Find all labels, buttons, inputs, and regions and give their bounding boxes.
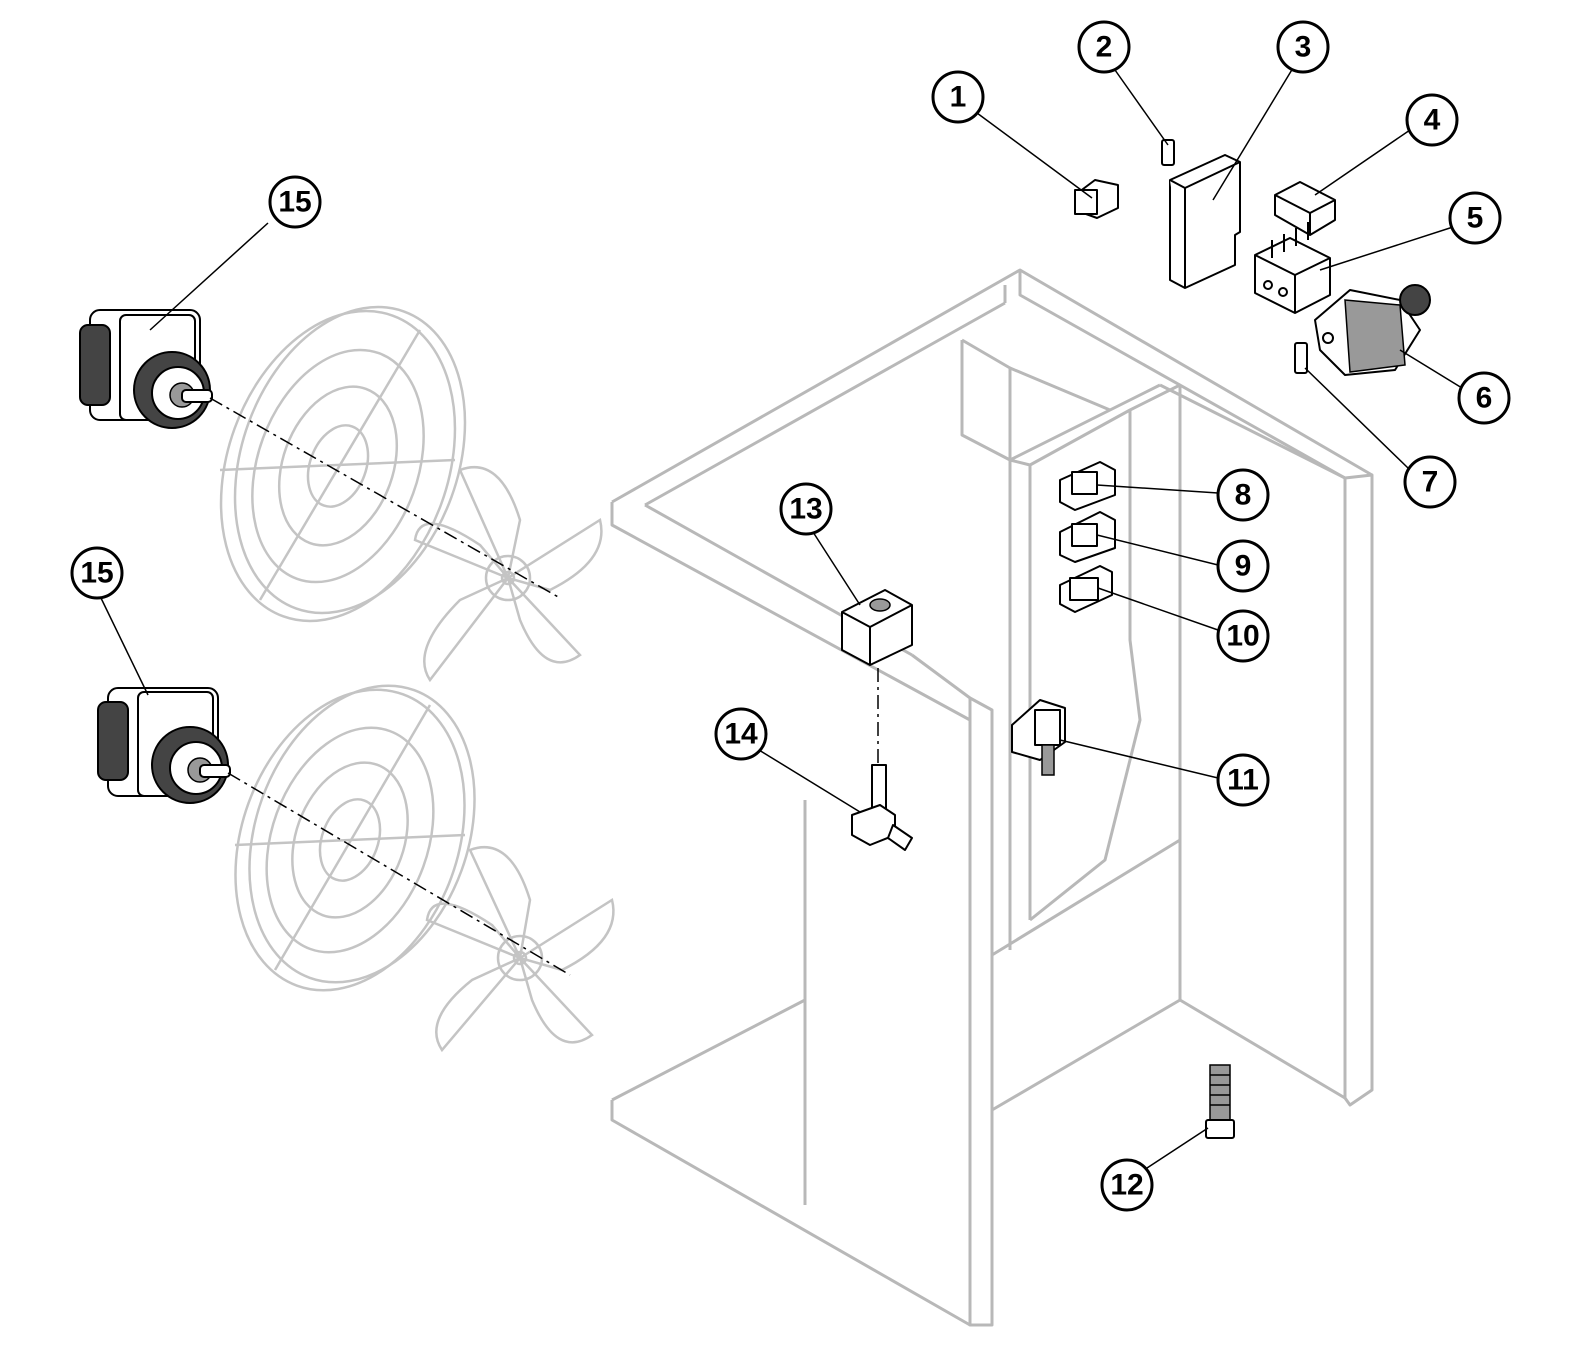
- svg-text:1: 1: [950, 81, 967, 114]
- svg-text:15: 15: [278, 186, 311, 219]
- leader-lines: [99, 67, 1463, 1169]
- callout-7: 7: [1403, 455, 1457, 509]
- svg-text:11: 11: [1227, 764, 1259, 797]
- callout-15-lower: 15: [70, 546, 124, 600]
- fan-blade-lower: [425, 845, 615, 1053]
- svg-text:10: 10: [1226, 620, 1259, 653]
- part-9-switch: [1059, 511, 1116, 563]
- callout-15-upper: 15: [268, 175, 322, 229]
- callout-10: 10: [1216, 609, 1270, 663]
- part-8-switch: [1059, 461, 1116, 511]
- svg-text:13: 13: [789, 493, 822, 526]
- cabinet-frame: [610, 268, 1374, 1327]
- svg-text:9: 9: [1235, 550, 1252, 583]
- svg-text:14: 14: [724, 718, 758, 751]
- svg-text:12: 12: [1110, 1169, 1143, 1202]
- svg-text:4: 4: [1424, 104, 1441, 137]
- part-13-block: [841, 589, 913, 666]
- callout-4: 4: [1405, 93, 1459, 147]
- part-2-clip: [1161, 139, 1175, 166]
- part-6-thermostat: [1314, 284, 1431, 376]
- callout-11: 11: [1216, 753, 1270, 807]
- callout-9: 9: [1216, 539, 1270, 593]
- callout-14: 14: [714, 707, 768, 761]
- svg-text:2: 2: [1096, 31, 1113, 64]
- shaft-axis-upper: [209, 397, 561, 599]
- callout-12: 12: [1100, 1158, 1154, 1212]
- callout-13: 13: [779, 482, 833, 536]
- fan-motor-lower: [97, 687, 231, 804]
- callout-5: 5: [1448, 191, 1502, 245]
- part-7-clip: [1294, 342, 1308, 374]
- callout-6: 6: [1457, 371, 1511, 425]
- shaft-axis-lower: [227, 772, 571, 976]
- callout-2: 2: [1077, 20, 1131, 74]
- part-14-fitting: [851, 764, 913, 851]
- svg-text:6: 6: [1476, 382, 1493, 415]
- part-1-light: [1074, 179, 1119, 219]
- callout-1: 1: [931, 70, 985, 124]
- fan-blade-upper: [413, 465, 603, 683]
- part-4-relay: [1274, 181, 1336, 236]
- fan-guard-lower: [234, 684, 476, 992]
- part-12-leg: [1205, 1064, 1235, 1139]
- fan-motor-upper: [79, 309, 213, 429]
- svg-text:5: 5: [1467, 202, 1484, 235]
- part-10-bracket: [1059, 565, 1113, 613]
- svg-text:15: 15: [80, 557, 113, 590]
- svg-text:7: 7: [1422, 466, 1439, 499]
- part-3-cover: [1169, 154, 1241, 289]
- fan-guard-upper: [219, 305, 467, 623]
- callout-8: 8: [1216, 468, 1270, 522]
- callout-3: 3: [1276, 20, 1330, 74]
- part-5-terminal-block: [1254, 222, 1331, 314]
- svg-text:8: 8: [1235, 479, 1252, 512]
- part-11-valve: [1011, 699, 1066, 776]
- svg-text:3: 3: [1295, 31, 1312, 64]
